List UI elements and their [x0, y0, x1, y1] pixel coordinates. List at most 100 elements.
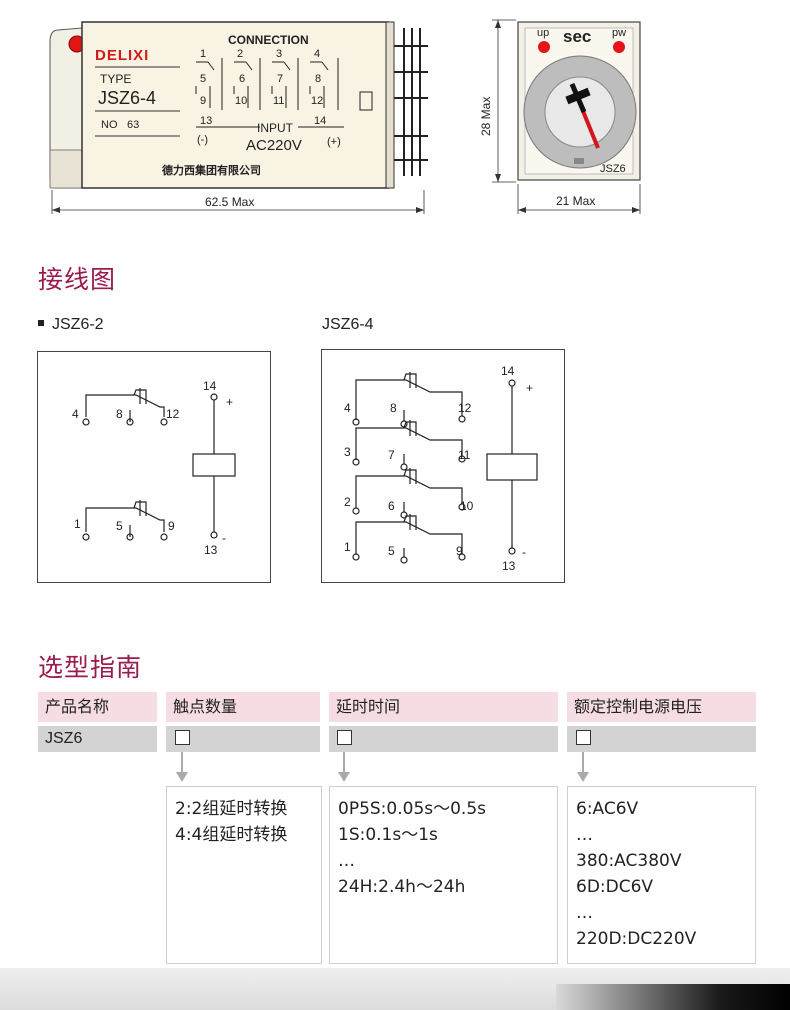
- pw-label: pw: [612, 27, 626, 39]
- pin-7: 7: [277, 73, 283, 85]
- pin-4: 4: [314, 48, 320, 60]
- footer-dark-band: [556, 984, 790, 1010]
- jsz64-pin-10: 10: [460, 499, 474, 513]
- header-product-name: 产品名称: [38, 692, 157, 722]
- jsz62-pin-5: 5: [116, 519, 123, 533]
- pin-11: 11: [273, 95, 284, 107]
- header-delay: 延时时间: [329, 692, 558, 722]
- jsz62-pin-13: 13: [204, 543, 218, 557]
- contacts-value-row: [166, 726, 320, 752]
- jsz62-pin-1: 1: [74, 517, 81, 531]
- jsz64-pin-2: 2: [344, 495, 351, 509]
- jsz62-pin-12: 12: [166, 407, 180, 421]
- wiring-title: 接线图: [38, 265, 117, 294]
- front-width-dim: 62.5 Max: [205, 195, 254, 209]
- relay-no-label: NO: [101, 119, 118, 131]
- pw-led: [613, 41, 625, 53]
- jsz62-pin-8: 8: [116, 407, 123, 421]
- jsz64-pin-8: 8: [390, 401, 397, 415]
- jsz64-pin-4: 4: [344, 401, 351, 415]
- pin-9: 9: [200, 95, 206, 107]
- voltage-option: 380:AC380V: [576, 851, 682, 871]
- voltage-options: 6:AC6V … 380:AC380V 6D:DC6V … 220D:DC220…: [567, 786, 756, 964]
- delay-option: 24H:2.4h～24h: [338, 877, 466, 897]
- jsz64-pin-14: 14: [501, 364, 515, 378]
- contacts-option: 4:4组延时转换: [175, 825, 288, 845]
- pin-2: 2: [237, 48, 243, 60]
- contacts-checkbox[interactable]: [175, 730, 190, 745]
- voltage-value-row: [567, 726, 756, 752]
- delay-options: 0P5S:0.05s～0.5s 1S:0.1s～1s … 24H:2.4h～24…: [329, 786, 558, 964]
- pin-5: 5: [200, 73, 206, 85]
- pin-3: 3: [276, 48, 282, 60]
- sec-label: sec: [563, 27, 591, 46]
- pin-12: 12: [311, 95, 323, 107]
- jsz62-diagram: 4 8 12 1 5 9 14 13 + -: [37, 351, 271, 583]
- arrow-down-icon: [577, 772, 589, 782]
- jsz62-minus: -: [222, 531, 226, 545]
- delay-checkbox[interactable]: [337, 730, 352, 745]
- relay-model: JSZ6-4: [98, 88, 156, 108]
- pin-14: 14: [314, 115, 326, 127]
- delay-option: 1S:0.1s～1s: [338, 825, 438, 845]
- maker-label: 德力西集团有限公司: [161, 163, 261, 177]
- contacts-option: 2:2组延时转换: [175, 799, 288, 819]
- jsz62-label-text: JSZ6-2: [52, 316, 104, 333]
- header-contacts: 触点数量: [166, 692, 320, 722]
- contacts-options: 2:2组延时转换 4:4组延时转换: [166, 786, 322, 964]
- pin-1: 1: [200, 48, 206, 60]
- jsz62-pin-14: 14: [203, 379, 217, 393]
- jsz64-diagram: 4 8 12 3 7 11 2 6 10 1 5 9 14 13 + -: [321, 349, 565, 583]
- relay-brand: DELIXI: [95, 47, 149, 64]
- jsz64-schematic: 4 8 12 3 7 11 2 6 10 1 5 9 14 13 + -: [344, 364, 538, 573]
- pin-6: 6: [239, 73, 245, 85]
- voltage-label: AC220V: [246, 137, 302, 154]
- voltage-option: 6D:DC6V: [576, 877, 654, 897]
- up-label: up: [537, 27, 549, 39]
- jsz64-label: JSZ6-4: [322, 316, 374, 333]
- jsz64-pin-12: 12: [458, 401, 472, 415]
- voltage-option: 6:AC6V: [576, 799, 639, 819]
- pin-plus: (+): [327, 136, 341, 148]
- jsz64-pin-1: 1: [344, 540, 351, 554]
- relay-front-view: DELIXI TYPE JSZ6-4 NO 63 CONNECTION 1 2 …: [49, 21, 428, 214]
- jsz64-plus: +: [526, 381, 533, 395]
- selection-title: 选型指南: [38, 653, 143, 682]
- jsz62-pin-9: 9: [168, 519, 175, 533]
- jsz64-minus: -: [522, 545, 526, 559]
- pin-8: 8: [315, 73, 321, 85]
- jsz62-plus: +: [226, 395, 233, 409]
- selection-arrows: [176, 752, 589, 782]
- jsz62-pin-4: 4: [72, 407, 79, 421]
- connection-label: CONNECTION: [228, 33, 309, 47]
- voltage-option: 220D:DC220V: [576, 929, 697, 949]
- pin-10: 10: [235, 95, 247, 107]
- bullet-icon: [38, 319, 44, 326]
- jsz64-pin-7: 7: [388, 448, 395, 462]
- jsz64-pin-6: 6: [388, 499, 395, 513]
- pin-minus: (-): [197, 134, 208, 146]
- voltage-checkbox[interactable]: [576, 730, 591, 745]
- dial-knob[interactable]: [565, 83, 600, 149]
- delay-option: 0P5S:0.05s～0.5s: [338, 799, 487, 819]
- jsz64-pin-5: 5: [388, 544, 395, 558]
- input-label: INPUT: [257, 121, 294, 135]
- jsz64-pin-11: 11: [458, 448, 471, 462]
- jsz62-schematic: 4 8 12 1 5 9 14 13 + -: [72, 379, 236, 557]
- arrow-down-icon: [176, 772, 188, 782]
- delay-option: …: [338, 851, 355, 871]
- jsz62-label: JSZ6-2: [38, 316, 104, 334]
- arrow-down-icon: [338, 772, 350, 782]
- header-voltage: 额定控制电源电压: [567, 692, 756, 722]
- side-width-dim: 21 Max: [556, 194, 595, 208]
- voltage-option: …: [576, 825, 593, 845]
- product-value: JSZ6: [38, 726, 157, 752]
- delay-value-row: [329, 726, 558, 752]
- jsz64-pin-9: 9: [456, 544, 463, 558]
- side-model: JSZ6: [600, 163, 626, 175]
- relay-side-view: up sec pw JSZ6 28 Max 21 Max: [479, 19, 641, 214]
- jsz64-pin-3: 3: [344, 445, 351, 459]
- relay-type-label: TYPE: [100, 72, 131, 86]
- jsz64-pin-13: 13: [502, 559, 516, 573]
- relay-no-value: 63: [127, 119, 139, 131]
